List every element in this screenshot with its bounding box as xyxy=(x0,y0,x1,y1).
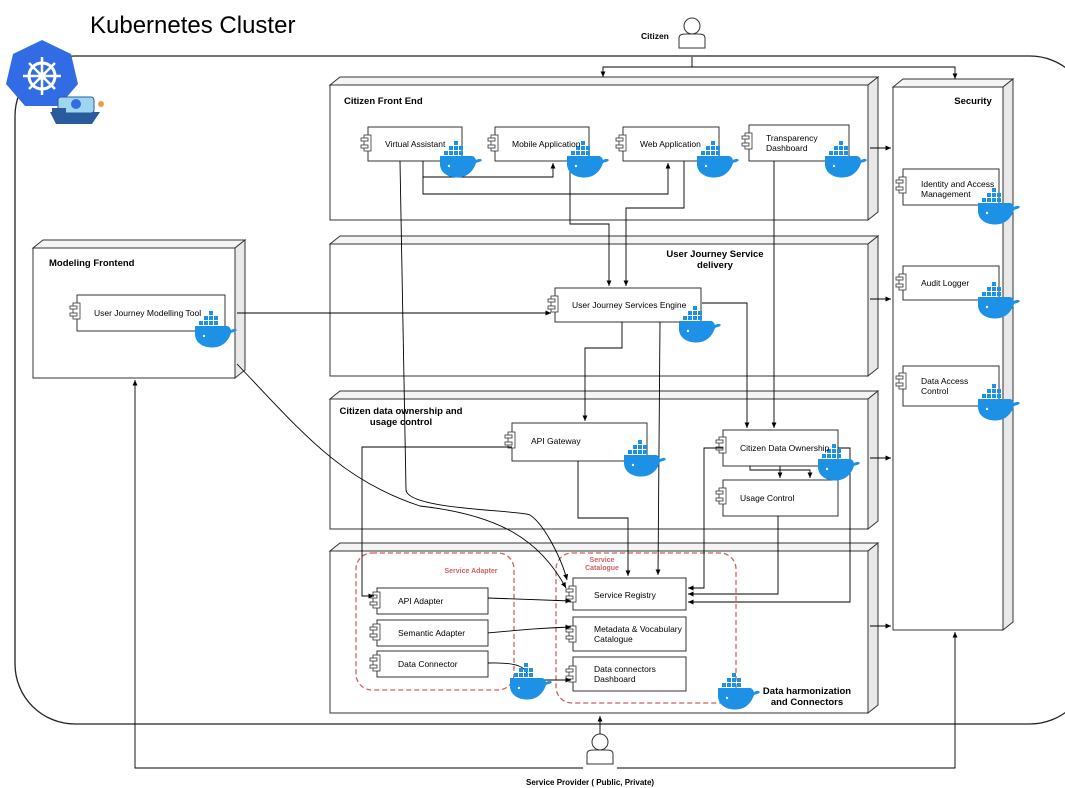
service-registry-label: Service Registry xyxy=(594,590,656,600)
data-connector-label: Data Connector xyxy=(398,659,458,669)
component-boxes xyxy=(76,124,1000,692)
data-harmonization-title: Data harmonization and Connectors xyxy=(762,686,852,708)
user-journey-modelling-tool-label: User Journey Modelling Tool xyxy=(94,308,202,318)
identity-access-label: Identity and Access Management xyxy=(921,179,995,199)
api-gateway-label: API Gateway xyxy=(531,436,581,446)
cluster-title: Kubernetes Cluster xyxy=(90,12,296,39)
semantic-adapter-label: Semantic Adapter xyxy=(398,628,466,638)
data-access-control-label: Data Access Control xyxy=(921,376,969,396)
transparency-dashboard-label: Transparency Dashboard xyxy=(766,133,818,153)
audit-logger-label: Audit Logger xyxy=(921,278,970,288)
web-application-label: Web Application xyxy=(640,139,701,149)
citizen-data-ownership-title: Citizen data ownership and usage control xyxy=(339,406,463,428)
api-adapter-label: API Adapter xyxy=(398,596,444,606)
service-adapter-label: Service Adapter xyxy=(444,568,498,575)
kubernetes-cluster-boundary xyxy=(14,55,1065,725)
virtual-assistant-label: Virtual Assistant xyxy=(385,139,446,149)
citizen-actor-icon xyxy=(678,17,706,49)
modeling-frontend-title: Modeling Frontend xyxy=(49,258,135,269)
security-node xyxy=(891,77,1015,632)
usage-control-label: Usage Control xyxy=(740,493,795,503)
service-adapter-group xyxy=(355,552,515,691)
metadata-catalogue-label: Metadata & Vocabulary Catalogue xyxy=(594,624,682,644)
service-provider-actor-icon xyxy=(586,733,614,765)
security-title: Security xyxy=(954,96,992,107)
kubernetes-icon xyxy=(6,40,78,106)
user-journey-service-delivery-title: User Journey Service delivery xyxy=(666,249,764,271)
connectors xyxy=(132,57,958,769)
citizen-front-end-title: Citizen Front End xyxy=(344,96,423,107)
citizen-label: Citizen xyxy=(641,31,669,41)
service-provider-label: Service Provider ( Public, Private) xyxy=(526,778,655,787)
data-connectors-dashboard-label: Data connectors Dashboard xyxy=(594,664,656,684)
mobile-application-label: Mobile Application xyxy=(512,139,581,149)
service-catalogue-label: Service Catalogue xyxy=(585,557,619,572)
user-journey-services-engine-label: User Journey Services Engine xyxy=(572,300,687,310)
kind-icon xyxy=(50,96,104,124)
citizen-data-ownership-label: Citizen Data Ownership xyxy=(740,443,830,453)
